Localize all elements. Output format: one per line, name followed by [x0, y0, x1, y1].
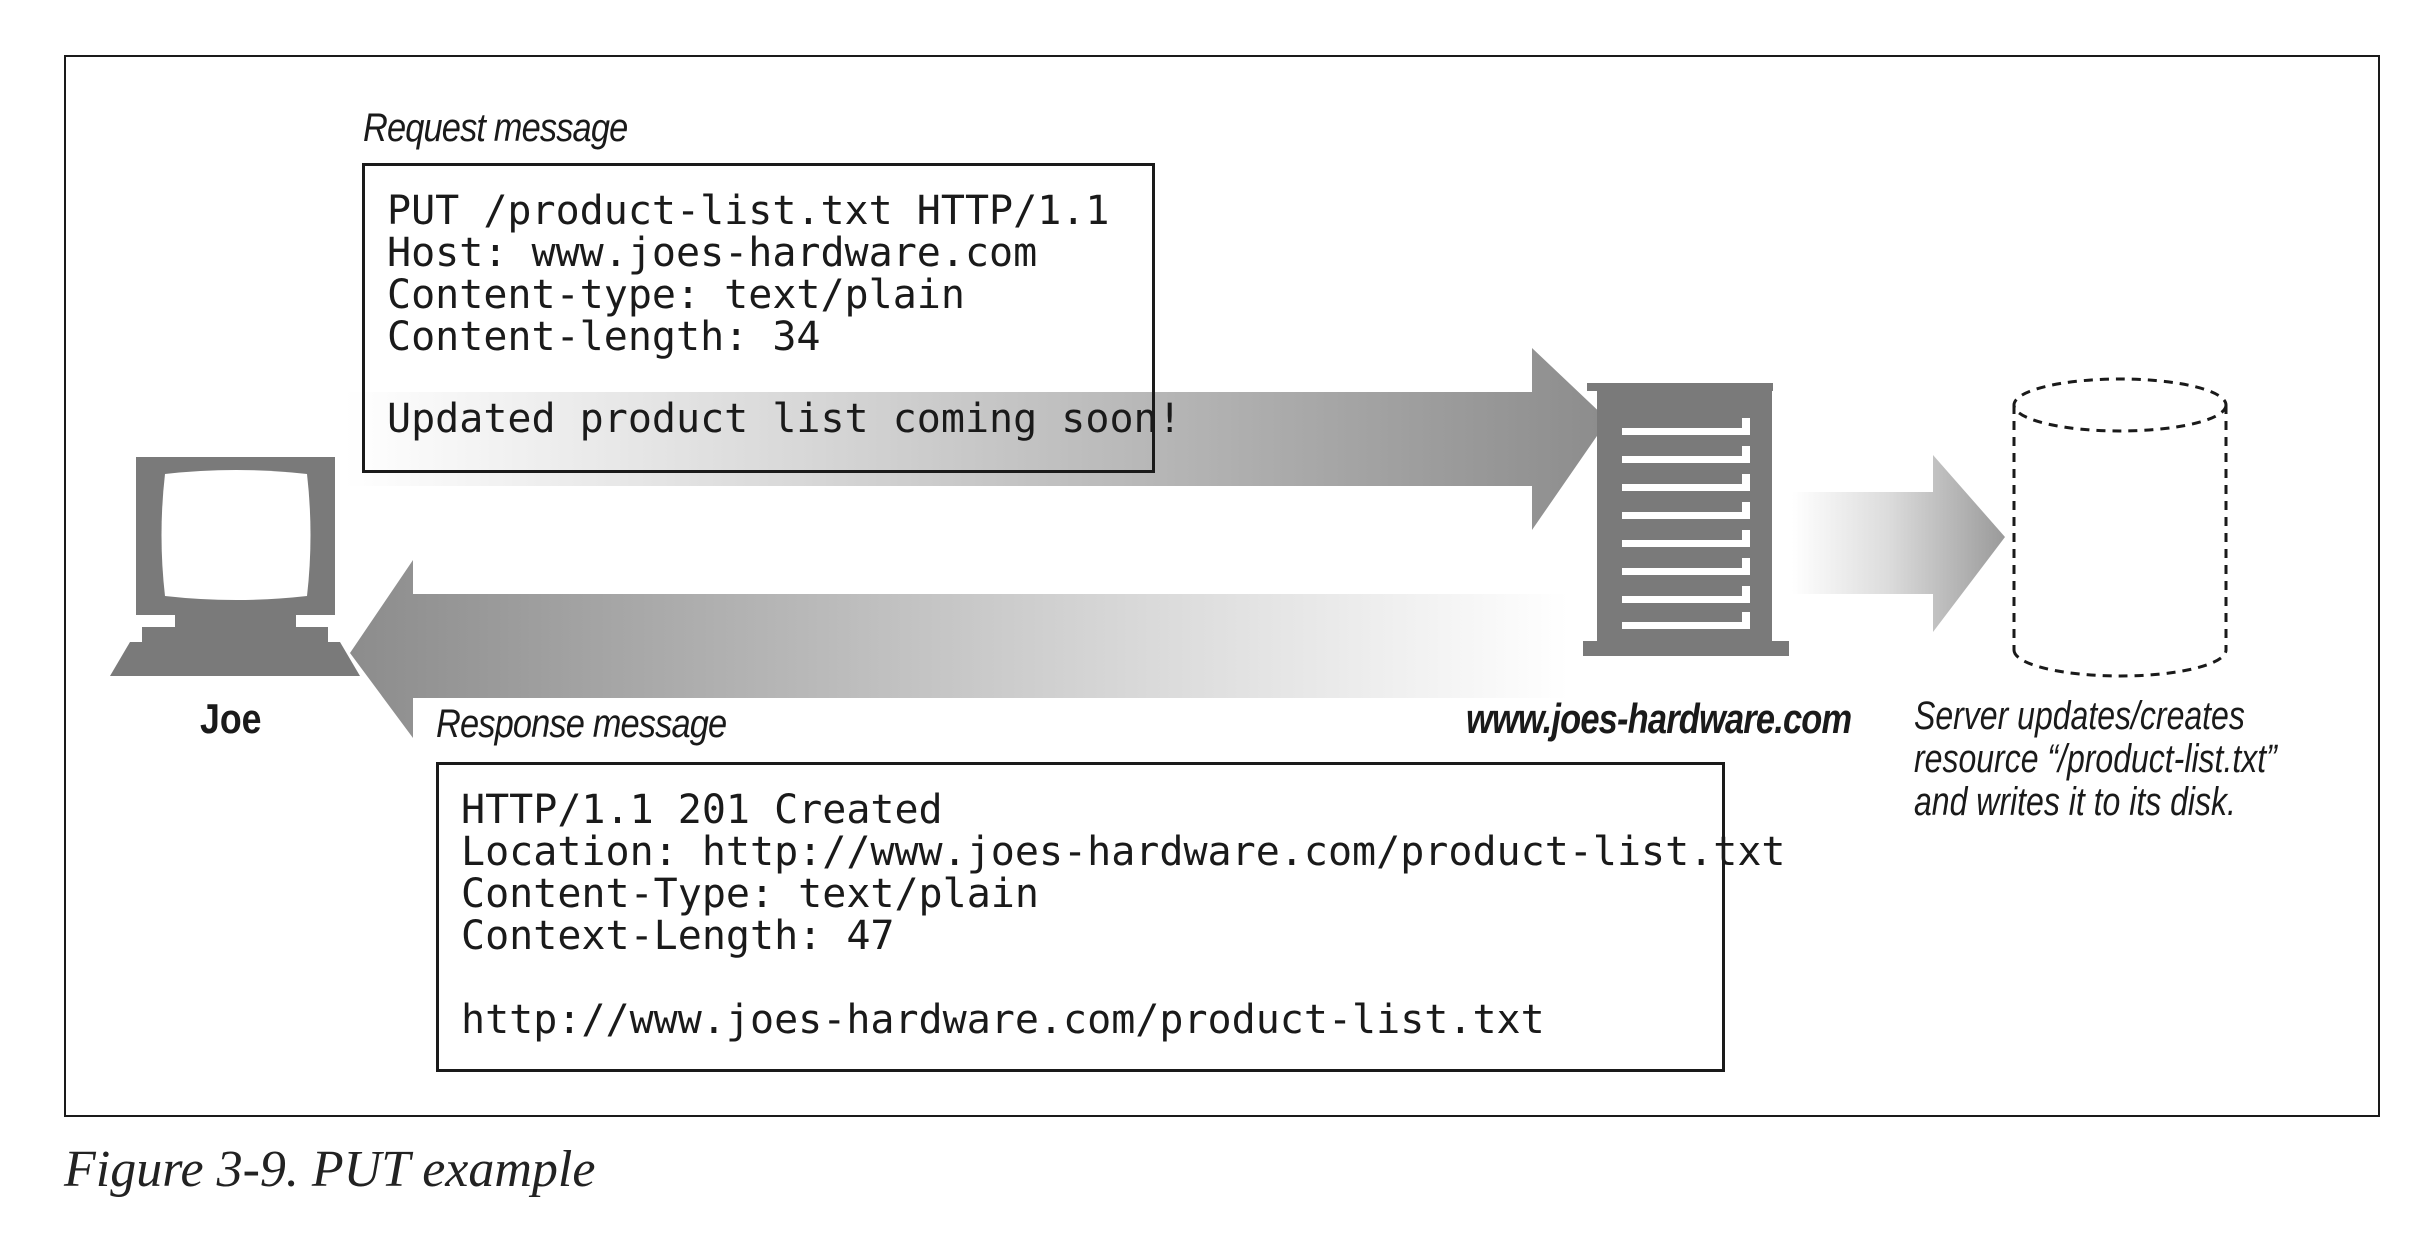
request-line: Content-length: 34: [387, 314, 821, 360]
response-line: Context-Length: 47: [461, 913, 895, 959]
request-arrow: [345, 348, 1608, 530]
response-line: Content-Type: text/plain: [461, 871, 1039, 917]
request-title: Request message: [363, 106, 628, 150]
request-line: PUT /product-list.txt HTTP/1.1: [387, 188, 1110, 234]
response-line: HTTP/1.1 201 Created: [461, 787, 943, 833]
response-body: http://www.joes-hardware.com/product-lis…: [461, 997, 1545, 1043]
disk-note-line: Server updates/creates: [1914, 694, 2245, 738]
disk-note: Server updates/creates resource “/produc…: [1914, 695, 2277, 824]
request-body: Updated product list coming soon!: [387, 396, 1182, 442]
request-line: Content-type: text/plain: [387, 272, 965, 318]
client-label: Joe: [200, 695, 262, 742]
disk-arrow: [1792, 455, 2005, 632]
response-arrow: [350, 560, 1568, 738]
figure-frame: [64, 55, 2380, 1117]
response-line: Location: http://www.joes-hardware.com/p…: [461, 829, 1786, 875]
computer-icon: [110, 457, 360, 676]
response-title: Response message: [436, 702, 727, 746]
server-icon: [1583, 383, 1789, 656]
server-label: www.joes-hardware.com: [1466, 695, 1852, 742]
response-box: HTTP/1.1 201 Created Location: http://ww…: [436, 762, 1786, 1072]
disk-note-line: resource “/product-list.txt”: [1914, 737, 2277, 781]
request-line: Host: www.joes-hardware.com: [387, 230, 1038, 276]
request-box: PUT /product-list.txt HTTP/1.1 Host: www…: [362, 163, 1182, 473]
disk-note-line: and writes it to its disk.: [1914, 780, 2236, 824]
disk-icon: [2012, 377, 2228, 678]
figure-caption: Figure 3-9. PUT example: [64, 1141, 596, 1198]
